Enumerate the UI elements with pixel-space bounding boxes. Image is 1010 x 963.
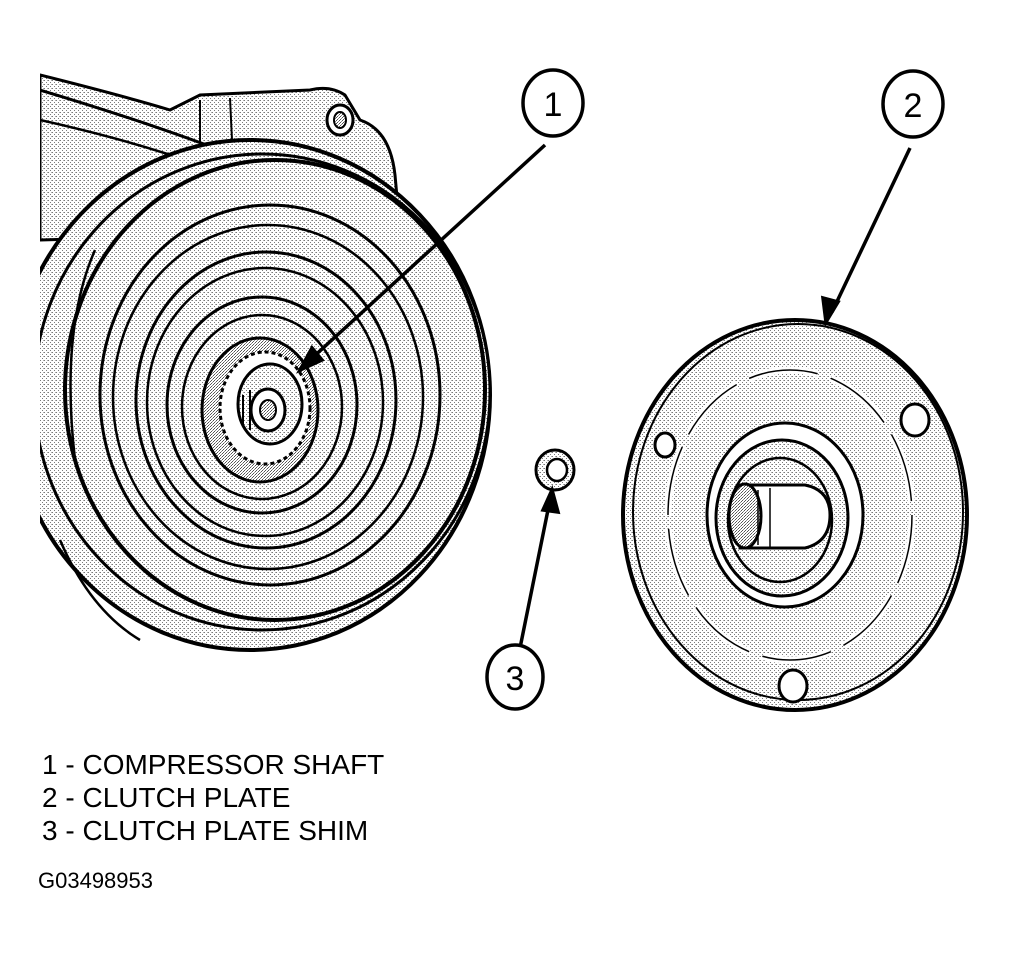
leader-1 (308, 143, 547, 362)
arrowhead-2 (820, 295, 841, 328)
legend-separator: - (57, 782, 83, 813)
compressor-assembly (40, 73, 492, 652)
leader-3 (518, 499, 552, 649)
legend-text: COMPRESSOR SHAFT (82, 749, 385, 780)
callout-1: 1 (521, 68, 585, 138)
arrowhead-3 (540, 484, 561, 515)
callout-3: 3 (485, 643, 545, 711)
legend-item: 1 - COMPRESSOR SHAFT (42, 748, 384, 781)
legend-number: 2 (42, 782, 58, 813)
arrowhead-1 (295, 344, 325, 374)
legend-text: CLUTCH PLATE SHIM (82, 815, 369, 846)
callout-number: 3 (506, 660, 525, 698)
legend-item: 2 - CLUTCH PLATE (42, 781, 384, 814)
legend-number: 1 (42, 749, 58, 780)
legend-separator: - (57, 749, 83, 780)
legend-item: 3 - CLUTCH PLATE SHIM (42, 814, 384, 847)
leader-lines (295, 143, 912, 649)
leader-2 (830, 147, 912, 313)
legend-text: CLUTCH PLATE (82, 782, 291, 813)
legend-separator: - (57, 815, 83, 846)
callout-number: 1 (544, 86, 563, 124)
clutch-plate (621, 318, 969, 712)
legend-number: 3 (42, 815, 58, 846)
rivet-hole-icon (899, 402, 931, 438)
rivet-hole-icon (777, 668, 809, 704)
rivet-hole-icon (653, 431, 677, 459)
callout-2: 2 (881, 69, 945, 139)
figure-id: G03498953 (38, 868, 153, 893)
legend: 1 - COMPRESSOR SHAFT 2 - CLUTCH PLATE 3 … (42, 748, 384, 847)
clutch-plate-shim (534, 448, 576, 492)
callout-number: 2 (904, 87, 923, 125)
